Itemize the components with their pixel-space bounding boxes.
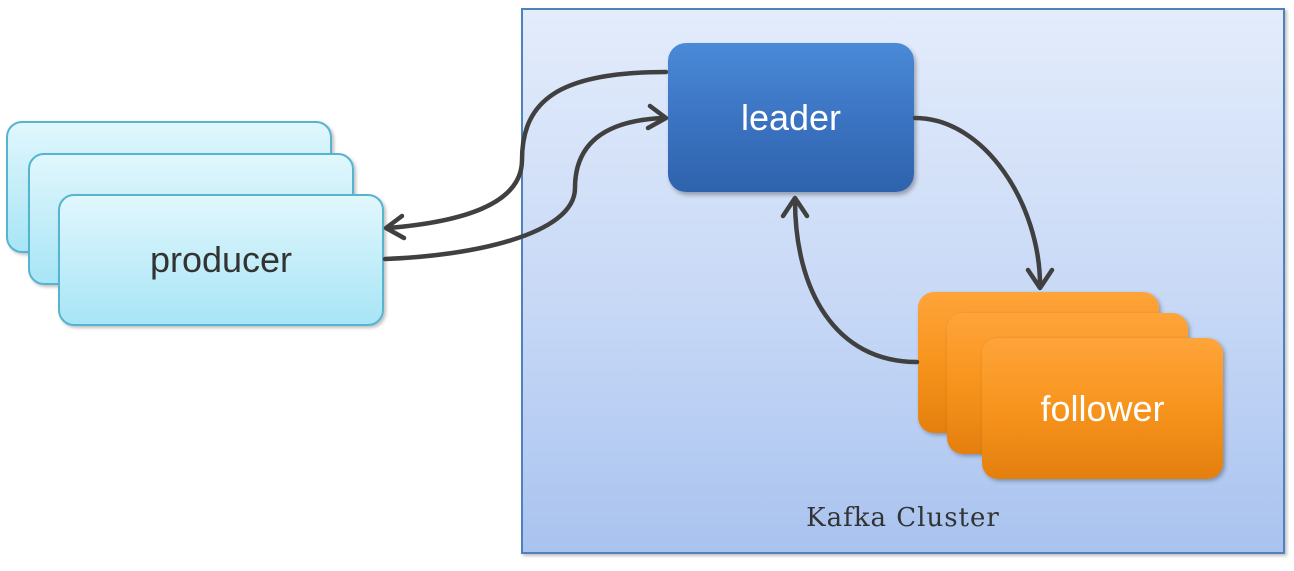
producer-node: producer: [58, 194, 384, 326]
arrowhead-at-leader: [645, 103, 669, 131]
arrow-leader-to-follower: [912, 115, 1043, 288]
follower-label: follower: [1040, 387, 1165, 429]
follower-node: follower: [982, 338, 1223, 479]
producer-label: producer: [149, 239, 293, 280]
kafka-cluster-label: Kafka Cluster: [806, 503, 1000, 533]
arrowhead-at-producer: [383, 213, 407, 241]
arrow-producer-to-leader: [382, 115, 667, 262]
leader-label: leader: [740, 96, 842, 138]
arrow-leader-to-producer: [385, 69, 669, 231]
arrowhead-at-leader-bottom: [780, 195, 810, 219]
arrow-follower-to-leader: [792, 197, 920, 365]
arrowhead-at-follower: [1025, 267, 1055, 291]
leader-node: leader: [668, 43, 914, 192]
